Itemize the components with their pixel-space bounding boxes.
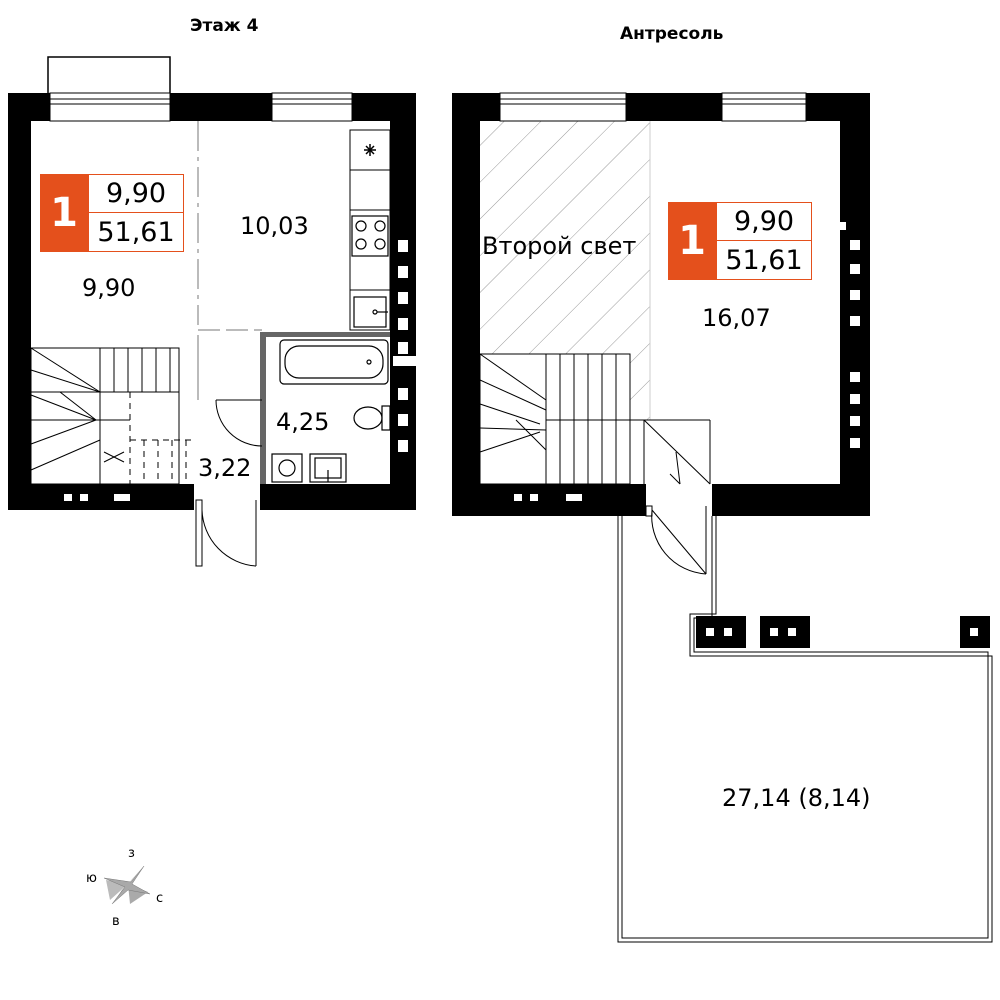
- right-wall-openings: [393, 240, 416, 452]
- room-area-hall: 3,22: [198, 454, 252, 482]
- toilet-icon: [353, 405, 391, 431]
- rooms-badge-right: 1: [668, 202, 716, 280]
- living-area-left: 9,90: [105, 178, 167, 209]
- floor4-plan: [8, 56, 416, 567]
- total-area-left: 51,61: [97, 217, 175, 248]
- mezzanine-plan: [452, 92, 993, 943]
- room-area-living: 9,90: [82, 274, 136, 302]
- bottom-wall-vents: [64, 494, 130, 501]
- mezz-right-wall-openings: [840, 222, 860, 448]
- wall-bottom-right: [260, 484, 416, 510]
- mezz-window-right: [721, 92, 807, 122]
- mezzanine-title: Антресоль: [620, 24, 724, 44]
- balcony-box: [47, 56, 171, 98]
- sink-icon: [353, 296, 388, 328]
- room-area-mezzanine: 16,07: [702, 304, 771, 332]
- mezz-wall-bottom-left: [452, 484, 646, 516]
- stove-icon: [351, 215, 389, 257]
- compass-west: ю: [86, 871, 97, 886]
- terrace: [617, 516, 993, 943]
- kitchen-counter: [349, 129, 391, 331]
- room-area-terrace: 27,14 (8,14): [722, 784, 871, 812]
- rooms-badge-left: 1: [40, 174, 88, 252]
- terrace-parapet: [696, 616, 990, 648]
- window-top-right: [271, 92, 353, 122]
- compass-east: с: [156, 891, 164, 906]
- floor4-title: Этаж 4: [190, 16, 259, 36]
- compass-south: в: [112, 914, 120, 929]
- mezz-window-left: [499, 92, 627, 122]
- wall-bottom-left: [8, 484, 194, 510]
- washing-machine-icon: [271, 453, 303, 483]
- staircase-right: [479, 353, 711, 485]
- wall-left: [8, 93, 31, 510]
- entrance-door[interactable]: [194, 486, 260, 567]
- living-area-right: 9,90: [733, 206, 795, 237]
- mezz-wall-left: [452, 93, 480, 516]
- bathroom-wall-left: [260, 332, 266, 484]
- bathroom-door: [215, 399, 263, 447]
- total-area-right: 51,61: [725, 245, 803, 276]
- second-light-label: Второй свет: [482, 232, 637, 260]
- mezz-bottom-wall-vents: [514, 494, 582, 501]
- staircase-left: [30, 347, 194, 485]
- terrace-door[interactable]: [645, 486, 712, 575]
- area-badge-right: 9,90 51,61: [716, 202, 812, 280]
- bath-sink-icon: [309, 453, 347, 483]
- bathroom-wall-top: [260, 332, 390, 337]
- mezz-wall-right: [840, 93, 870, 516]
- compass-north: з: [128, 846, 135, 861]
- area-badge-left: 9,90 51,61: [88, 174, 184, 252]
- compass-icon: [103, 865, 151, 905]
- window-top-left: [49, 92, 171, 122]
- second-light-zone: [480, 121, 650, 354]
- bathtub-icon: [279, 339, 389, 385]
- mezz-wall-bottom-right: [712, 484, 870, 516]
- room-area-bathroom: 4,25: [276, 408, 330, 436]
- exhaust-icon: [364, 144, 376, 156]
- room-area-kitchen: 10,03: [240, 212, 309, 240]
